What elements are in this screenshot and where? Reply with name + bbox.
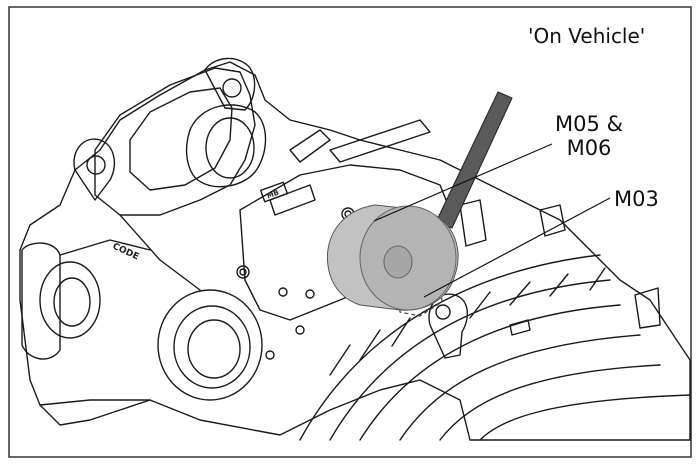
tool-rod (435, 91, 513, 229)
fin-rib-3 (391, 317, 411, 347)
embossed-mark-badge: MB (266, 189, 280, 201)
fin-rib-1 (329, 344, 351, 376)
leader-m05-m06 (373, 143, 553, 222)
fin-rib-2 (359, 329, 381, 361)
bolt-2-inner (239, 268, 247, 276)
callout-m05-line1: M05 & (555, 112, 623, 136)
bolt-5 (295, 325, 305, 335)
m03-dashed-outline (397, 275, 443, 317)
callout-m05-line2: M06 (566, 136, 612, 161)
guide-bore-inner (187, 319, 241, 379)
rotor-arc-6 (479, 394, 691, 441)
tool-disc (326, 204, 459, 311)
left-flange (21, 242, 61, 360)
center-plate-slot (269, 184, 316, 216)
small-badge (509, 319, 531, 336)
bolt-2 (236, 265, 250, 279)
rear-ear-left (73, 138, 116, 201)
brace-2 (59, 239, 151, 256)
left-bore-inner (53, 277, 91, 327)
cylinder-boss-face (205, 117, 255, 179)
embossed-mark-code: CODE (111, 242, 140, 263)
fin-rib-6 (549, 273, 569, 297)
rear-ear-right-hole (222, 78, 242, 98)
fin-rib-5 (509, 281, 531, 306)
pad-clip (428, 293, 468, 359)
brace-3 (39, 399, 151, 406)
upper-bridge-inner (129, 87, 233, 191)
pad-clip-pin (435, 304, 451, 320)
brace-1 (119, 214, 201, 291)
embossed-badge (259, 181, 289, 203)
fin-rib-7 (589, 267, 606, 291)
rotor-arc-2 (329, 279, 611, 441)
left-bore-outer (39, 261, 101, 339)
fin-rib-4 (469, 291, 491, 319)
tool-disc-hub (383, 245, 413, 279)
window-right-3 (459, 199, 487, 247)
callout-m03: M03 (614, 187, 659, 211)
guide-bore-mid (173, 305, 251, 389)
bolt-3 (278, 287, 288, 297)
bolt-6 (265, 350, 275, 360)
rotor-arc-3 (359, 304, 621, 441)
callout-m05-m06: M05 & M06 (552, 112, 626, 160)
rear-ear-right (204, 57, 256, 111)
context-label: 'On Vehicle' (528, 24, 646, 48)
bolt-4 (305, 289, 315, 299)
guide-bore-outer (157, 289, 263, 401)
window-right-2 (539, 204, 566, 237)
cylinder-boss (185, 104, 267, 188)
rotor-arc-5 (439, 364, 661, 441)
rotor-arc-1 (299, 254, 601, 441)
pad-retainer (289, 129, 331, 163)
window-right-1 (634, 287, 661, 329)
figure-border (8, 6, 692, 458)
pad-retainer-2 (329, 119, 431, 163)
leader-m03 (423, 197, 611, 298)
upper-bridge (94, 67, 256, 216)
rear-ear-left-hole (86, 155, 106, 175)
rotor-arc-4 (399, 334, 641, 441)
